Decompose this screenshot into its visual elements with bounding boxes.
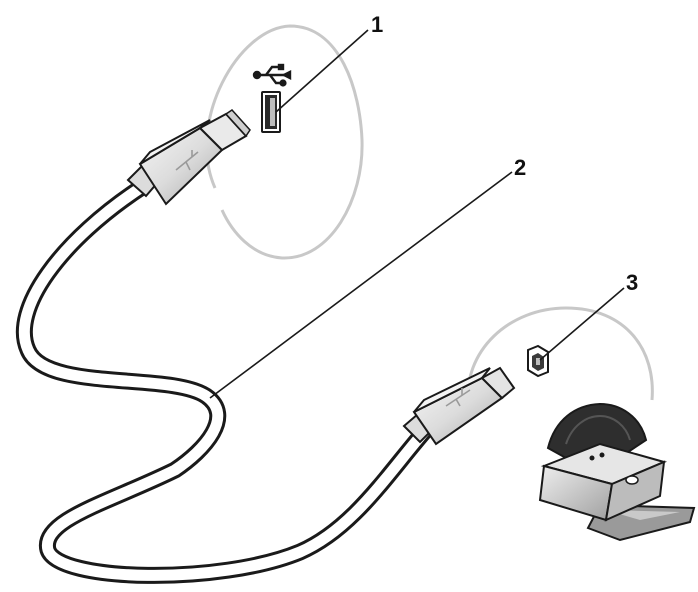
callout-leader-2 bbox=[209, 171, 513, 399]
callout-leader-1 bbox=[275, 29, 369, 113]
usb-trident-icon bbox=[175, 150, 199, 171]
usb-b-port-icon bbox=[527, 344, 549, 378]
usb-port-computer bbox=[252, 63, 292, 133]
callout-number-2: 2 bbox=[514, 155, 526, 180]
callout-leaders bbox=[209, 29, 625, 399]
callout-leader-3 bbox=[539, 287, 625, 361]
computer-detail-circle bbox=[205, 24, 364, 260]
usb-b-connector bbox=[402, 366, 516, 446]
callout-number-3: 3 bbox=[626, 270, 638, 295]
usb-port-icon bbox=[261, 91, 281, 133]
usb-trident-icon bbox=[252, 63, 292, 87]
usb-port-printer bbox=[527, 344, 549, 378]
printer-icon bbox=[538, 402, 696, 542]
printer-detail-circle bbox=[466, 306, 654, 409]
usb-cable bbox=[15, 176, 439, 584]
usb-a-connector bbox=[126, 109, 251, 206]
callout-number-1: 1 bbox=[371, 12, 383, 37]
usb-trident-icon bbox=[445, 388, 471, 407]
